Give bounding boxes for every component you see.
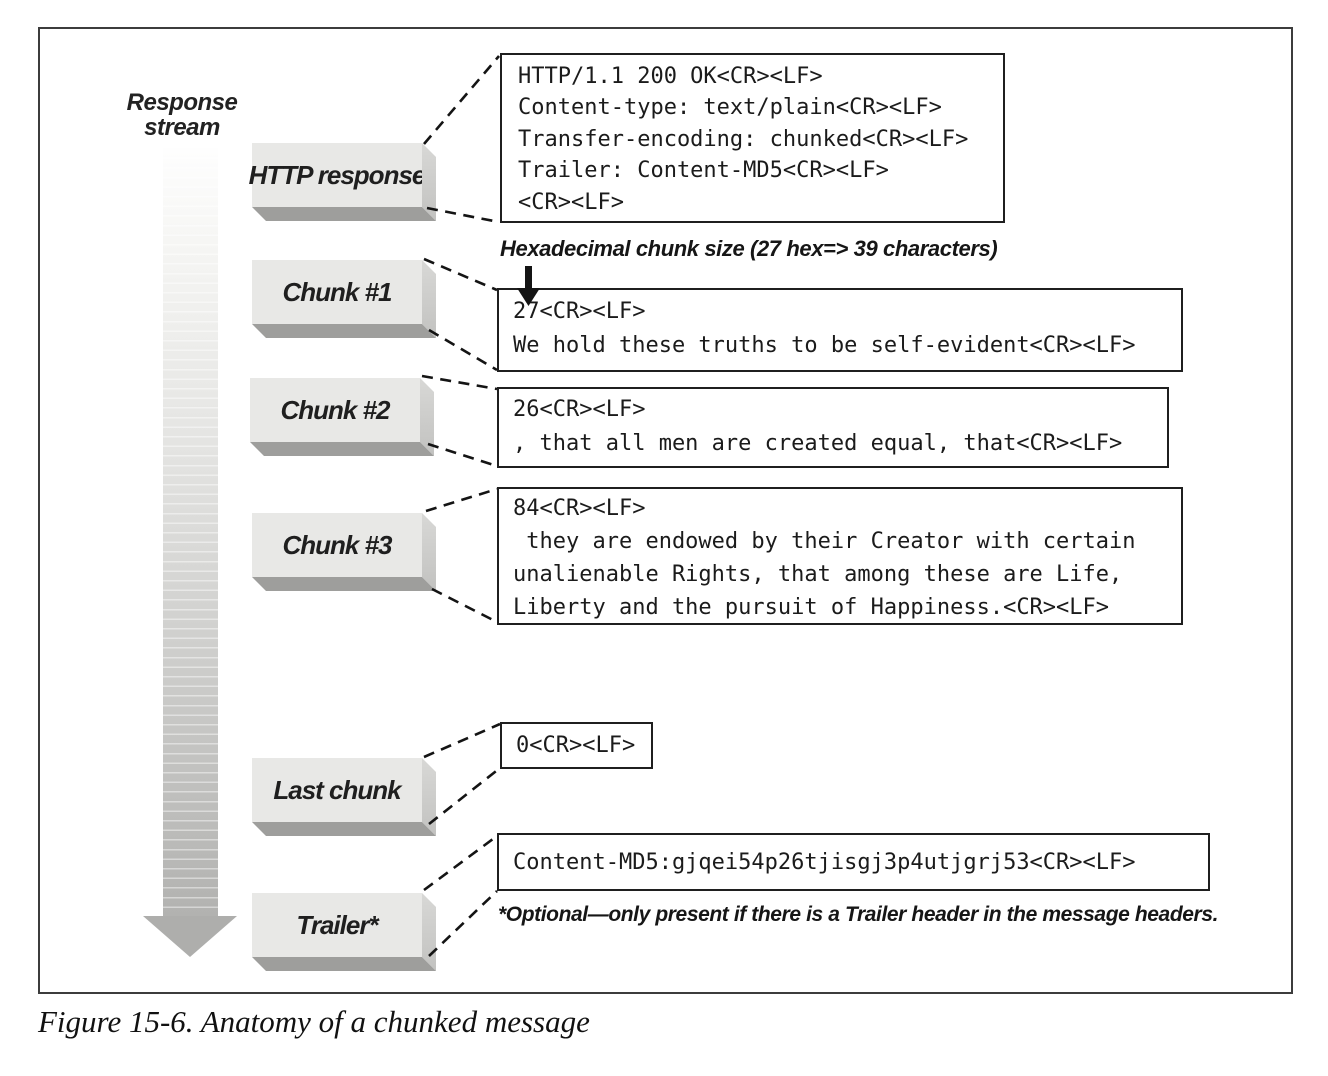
key-http-response: HTTP response xyxy=(249,143,426,207)
code-line: 84<CR><LF> xyxy=(513,496,646,521)
figure-caption: Figure 15-6. Anatomy of a chunked messag… xyxy=(38,1004,590,1039)
key-trailer: Trailer* xyxy=(252,893,422,957)
code-line: Content-type: text/plain<CR><LF> xyxy=(518,95,942,121)
trailer-optional-note: *Optional—only present if there is a Tra… xyxy=(498,903,1219,926)
key-chunk-1-label: Chunk #1 xyxy=(282,276,392,307)
key-chunk-1: Chunk #1 xyxy=(252,260,422,324)
key-chunk-2-label: Chunk #2 xyxy=(280,394,390,425)
code-line: Content-MD5:gjqei54p26tjisgj3p4utjgrj53<… xyxy=(513,849,1136,875)
key-last-chunk-label: Last chunk xyxy=(273,774,401,805)
code-box-chunk-1: 27<CR><LF> We hold these truths to be se… xyxy=(497,288,1183,372)
code-box-last-chunk: 0<CR><LF> xyxy=(500,722,653,769)
code-line: Liberty and the pursuit of Happiness.<CR… xyxy=(513,595,1110,620)
response-stream-arrow-shaft xyxy=(163,148,218,917)
key-chunk-3: Chunk #3 xyxy=(252,513,422,577)
code-box-trailer: Content-MD5:gjqei54p26tjisgj3p4utjgrj53<… xyxy=(497,833,1210,891)
code-line: 26<CR><LF> xyxy=(513,397,646,422)
code-line: 27<CR><LF> xyxy=(513,299,646,324)
code-box-chunk-2: 26<CR><LF> , that all men are created eq… xyxy=(497,387,1169,468)
key-chunk-2: Chunk #2 xyxy=(250,378,420,442)
key-chunk-3-label: Chunk #3 xyxy=(282,529,392,560)
code-line: 0<CR><LF> xyxy=(516,733,636,758)
code-line: unalienable Rights, that among these are… xyxy=(513,562,1123,587)
code-line: Trailer: Content-MD5<CR><LF> xyxy=(518,158,889,184)
code-line: <CR><LF> xyxy=(518,189,624,215)
response-stream-label: Response stream xyxy=(120,90,244,140)
code-line: they are endowed by their Creator with c… xyxy=(513,529,1136,554)
code-line: , that all men are created equal, that<C… xyxy=(513,431,1123,456)
response-stream-label-line1: Response xyxy=(126,89,238,116)
key-http-response-label: HTTP response xyxy=(248,159,427,190)
response-stream-label-line2: stream xyxy=(144,114,220,141)
key-trailer-label: Trailer* xyxy=(296,909,378,940)
code-line: We hold these truths to be self-evident<… xyxy=(513,333,1136,358)
key-last-chunk: Last chunk xyxy=(252,758,422,822)
code-line: Transfer-encoding: chunked<CR><LF> xyxy=(518,126,969,152)
code-box-http-response: HTTP/1.1 200 OK<CR><LF> Content-type: te… xyxy=(500,53,1005,223)
code-line: HTTP/1.1 200 OK<CR><LF> xyxy=(518,64,823,89)
code-box-chunk-3: 84<CR><LF> they are endowed by their Cre… xyxy=(497,487,1183,625)
response-stream-arrow-head xyxy=(143,916,237,957)
chunk-size-annotation: Hexadecimal chunk size (27 hex=> 39 char… xyxy=(500,236,998,261)
